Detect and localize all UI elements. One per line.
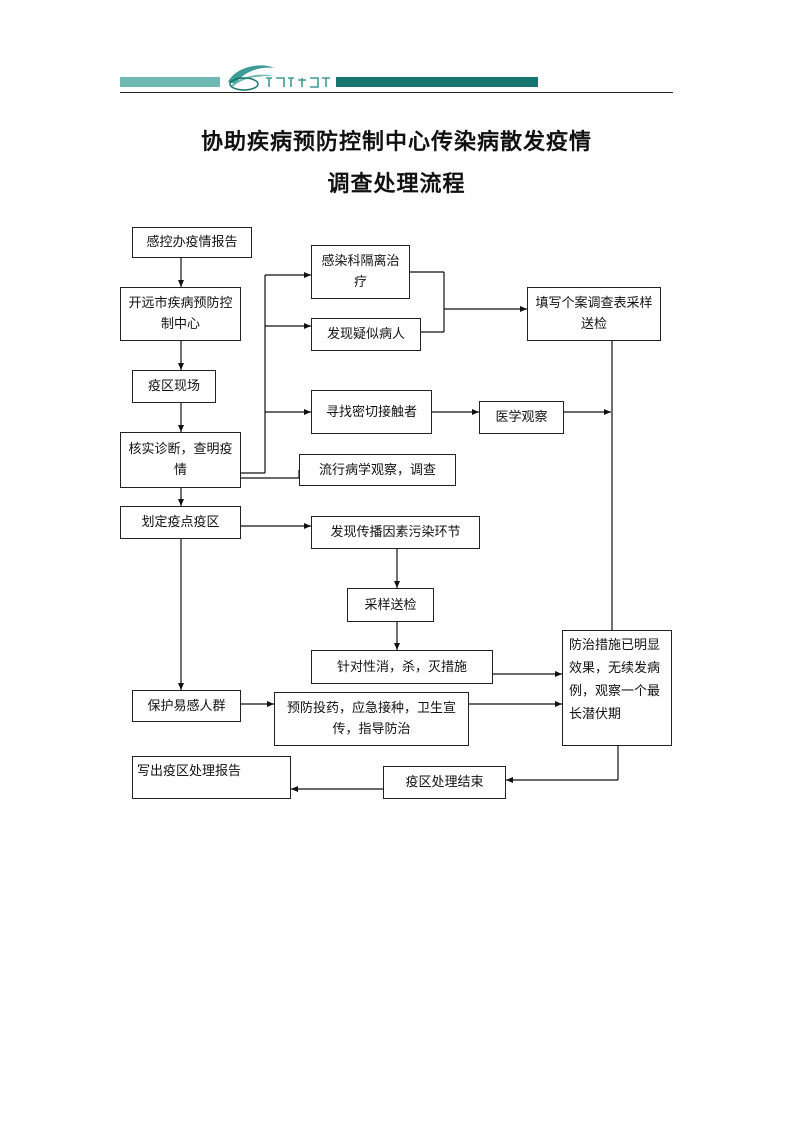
node-site: 疫区现场 (132, 370, 216, 403)
node-effect: 防治措施已明显效果，无续发病例，观察一个最长潜伏期 (562, 630, 672, 746)
node-end: 疫区处理结束 (383, 766, 506, 799)
node-isolate: 感染科隔离治疗 (311, 245, 410, 299)
page-title: 协助疾病预防控制中心传染病散发疫情 (200, 129, 592, 155)
node-transmission: 发现传播因素污染环节 (311, 516, 480, 549)
header-bar-right (336, 77, 538, 87)
node-suspect: 发现疑似病人 (311, 318, 421, 351)
node-verify: 核实诊断，查明疫情 (120, 432, 241, 488)
node-write-report: 写出疫区处理报告 (132, 756, 291, 799)
node-disinfect: 针对性消，杀，灭措施 (311, 650, 493, 684)
node-medical-obs: 医学观察 (479, 401, 564, 434)
node-fill-form: 填写个案调查表采样送检 (527, 287, 661, 341)
node-sample: 采样送检 (347, 588, 434, 622)
node-contacts: 寻找密切接触者 (311, 390, 432, 434)
node-epi: 流行病学观察，调查 (299, 454, 456, 486)
node-cdc: 开远市疾病预防控制中心 (120, 287, 241, 341)
header-rule (120, 92, 673, 93)
logo-icon (228, 65, 332, 91)
header-bar-left (120, 77, 220, 87)
node-zone: 划定疫点疫区 (120, 506, 241, 539)
node-protect: 保护易感人群 (132, 690, 241, 722)
node-report: 感控办疫情报告 (132, 227, 252, 258)
page-subtitle: 调查处理流程 (327, 171, 466, 197)
node-prevent: 预防投药，应急接种，卫生宣传，指导防治 (274, 692, 469, 746)
